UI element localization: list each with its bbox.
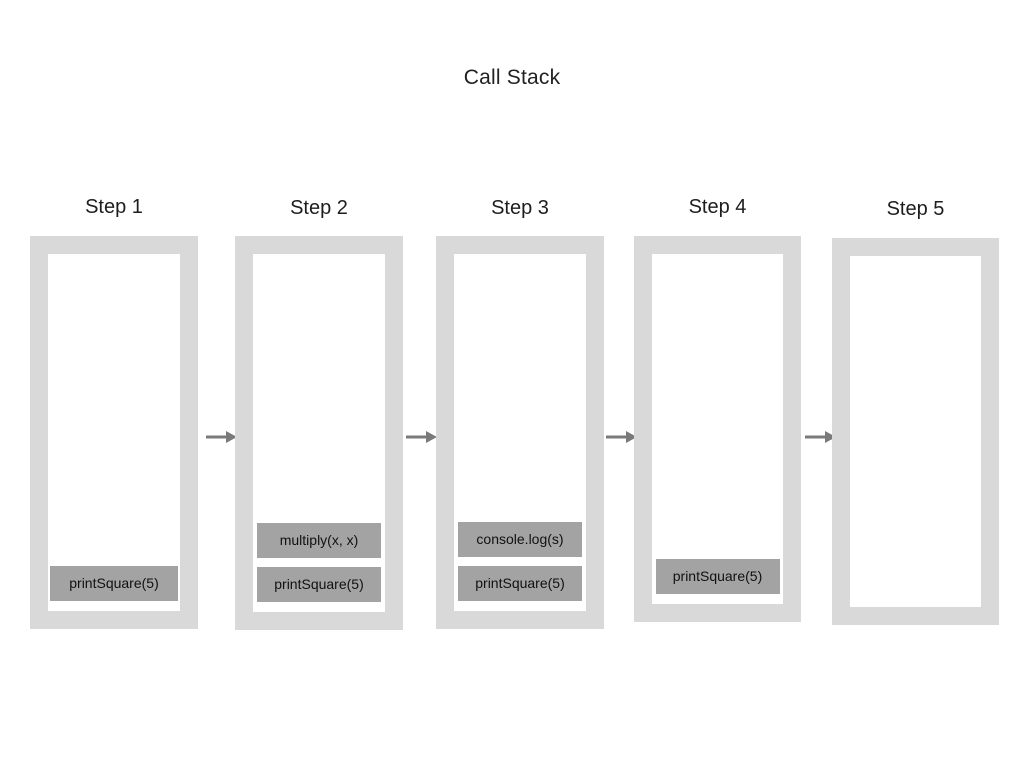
stack-box-1: printSquare(5) (30, 236, 198, 629)
arrow-right-icon (406, 431, 437, 443)
arrow-right-icon (805, 431, 836, 443)
step-label-4: Step 4 (688, 196, 747, 218)
page-title: Call Stack (463, 66, 561, 89)
stack-interior-3: console.log(s) printSquare(5) (454, 254, 586, 611)
stack-frame: multiply(x, x) (257, 523, 381, 558)
stack-interior-5 (850, 256, 981, 607)
step-label-1: Step 1 (85, 196, 143, 218)
arrow-step1-step2 (204, 427, 238, 447)
stack-frame: printSquare(5) (257, 567, 381, 602)
step-label-2: Step 2 (290, 197, 348, 219)
arrow-step4-step5 (803, 427, 837, 447)
step-label-3: Step 3 (491, 197, 549, 219)
stack-frame: console.log(s) (458, 522, 582, 557)
stack-box-3: console.log(s) printSquare(5) (436, 236, 604, 629)
stack-interior-1: printSquare(5) (48, 254, 180, 611)
stack-interior-4: printSquare(5) (652, 254, 783, 604)
arrow-step3-step4 (604, 427, 638, 447)
stack-box-2: multiply(x, x) printSquare(5) (235, 236, 403, 630)
stack-frame: printSquare(5) (50, 566, 178, 601)
stack-box-5 (832, 238, 999, 625)
stack-frame: printSquare(5) (458, 566, 582, 601)
step-label-5: Step 5 (886, 198, 945, 220)
arrow-step2-step3 (404, 427, 438, 447)
arrow-right-icon (606, 431, 637, 443)
stack-box-4: printSquare(5) (634, 236, 801, 622)
stack-frame: printSquare(5) (655, 559, 780, 594)
stack-interior-2: multiply(x, x) printSquare(5) (253, 254, 385, 612)
arrow-right-icon (206, 431, 237, 443)
